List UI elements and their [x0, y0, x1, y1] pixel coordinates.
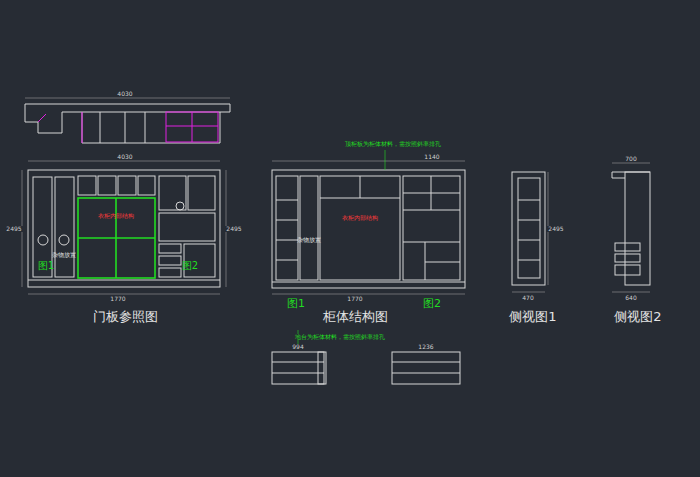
- figure-ref: 图2: [423, 298, 441, 309]
- note: 地台为柜体材料，需按照斜率排孔: [294, 334, 386, 340]
- dimension: 4030: [116, 154, 133, 160]
- view-title: 侧视图1: [509, 310, 556, 323]
- carcass-view: [272, 150, 465, 345]
- dimension: 1140: [423, 154, 440, 160]
- view-title: 门板参照图: [93, 310, 158, 323]
- dimension: 994: [291, 344, 304, 350]
- dimension: 1770: [109, 296, 126, 302]
- dimension: 2495: [547, 226, 564, 232]
- dimension: 2495: [5, 226, 22, 232]
- figure-ref: 图2: [182, 261, 198, 271]
- dimension: 470: [521, 295, 534, 301]
- dimension: 1770: [346, 296, 363, 302]
- side-views: [512, 163, 650, 292]
- door-front-view: [22, 161, 226, 294]
- dimension: 2495: [225, 226, 242, 232]
- dimension: 700: [624, 156, 637, 162]
- view-title: 侧视图2: [614, 310, 661, 323]
- note: 顶柜板为柜体材料，需按照斜率排孔: [344, 141, 442, 147]
- part-name: 衣柜内部结构: [98, 213, 134, 219]
- dimension: 4030: [116, 91, 133, 97]
- view-title: 柜体结构图: [323, 310, 388, 323]
- figure-ref: 图1: [287, 298, 305, 309]
- dimension: 1236: [417, 344, 434, 350]
- plinth-details: [272, 352, 460, 384]
- part-name: 杂物放置: [297, 237, 321, 243]
- dimension: 640: [624, 295, 637, 301]
- plan-view: [25, 98, 230, 143]
- figure-ref: 图1: [38, 261, 54, 271]
- part-name: 杂物放置: [52, 252, 76, 258]
- part-name: 衣柜内部结构: [342, 215, 378, 221]
